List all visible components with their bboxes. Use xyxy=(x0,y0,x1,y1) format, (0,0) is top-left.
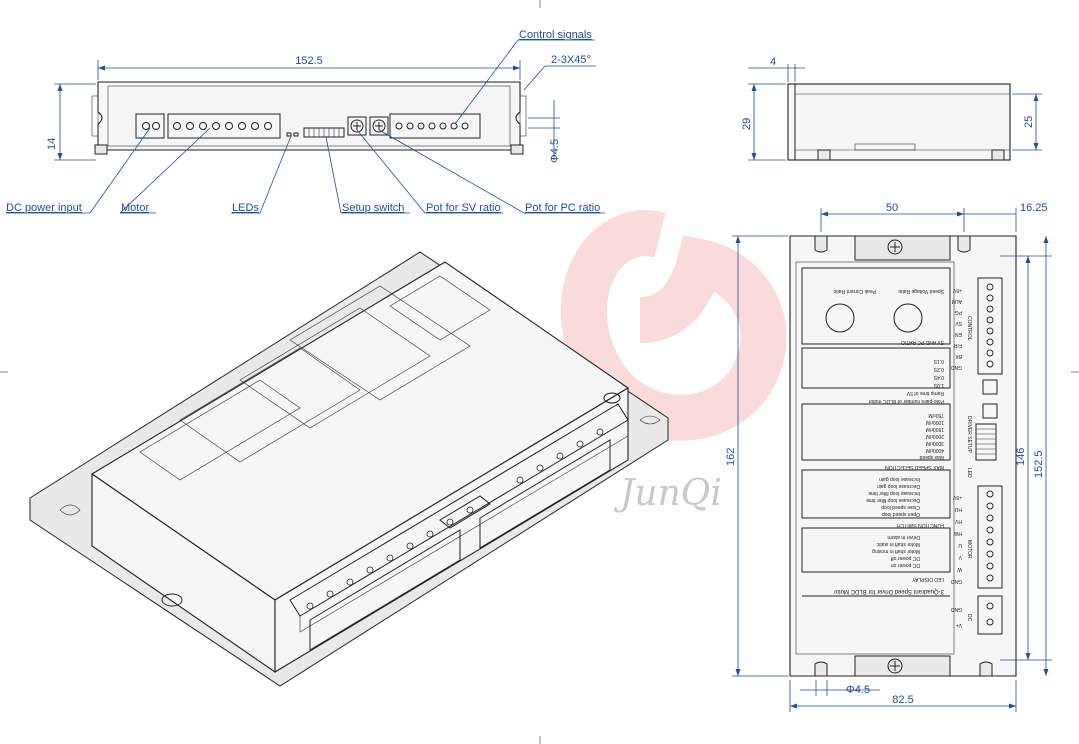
ramp-row-4: 1.0S xyxy=(933,382,944,388)
label-sv-pc: SV AND PC RATIO xyxy=(901,339,944,345)
status-row-1: DC power on xyxy=(891,562,920,568)
label-dc: DC xyxy=(966,614,972,622)
callout-chamfer: 2-3X45° xyxy=(551,54,591,66)
panel-title: 3-Quadrant Speed Driver for BLDC Motor xyxy=(834,588,944,594)
callout-pot-pc: Pot for PC ratio xyxy=(525,202,600,214)
label-ramp: Ramp time of 5V xyxy=(906,390,944,396)
label-peak-current: Peak Current Ratio xyxy=(833,288,876,294)
status-row-2: DC power off xyxy=(890,555,920,561)
label-max-speed: MAX SPEED SELECTION xyxy=(885,464,944,470)
dim-front-height: 162 xyxy=(725,448,737,466)
speed-row-4: 2000r/M xyxy=(926,433,944,439)
dc-pin-2: V+ xyxy=(956,622,962,628)
ramp-row-2: 0.2S xyxy=(933,366,944,372)
dim-front-hole: Φ4.5 xyxy=(846,684,870,696)
dim-front-hole-span: 50 xyxy=(886,202,898,214)
speed-row-1: Max speed xyxy=(919,454,944,460)
label-speed-voltage: Speed Voltage Ratio xyxy=(898,288,944,294)
watermark-text: JunQi xyxy=(613,473,722,514)
motor-pin-4: HW xyxy=(953,530,962,536)
control-pin-2: ALM xyxy=(952,298,962,304)
label-control: CONTROL xyxy=(966,316,972,341)
dim-front-inner: 146 xyxy=(1015,448,1027,466)
ramp-row-3: 0.4S xyxy=(933,374,944,380)
label-led: LED xyxy=(966,468,972,478)
callout-dc-power-input: DC power input xyxy=(6,202,82,214)
control-pin-1: +5V xyxy=(952,287,962,293)
status-row-5: Driver in alarm xyxy=(887,534,920,540)
control-pin-5: EN xyxy=(955,331,962,337)
speed-row-2: 4000r/M xyxy=(926,447,944,453)
speed-row-3: 3000r/M xyxy=(926,440,944,446)
function-row-6: Increase loop gain xyxy=(879,476,920,482)
function-row-3: Decrease loop filter time xyxy=(866,497,920,503)
callout-control-signals: Control signals xyxy=(519,29,592,41)
dim-top-hole: Φ4.5 xyxy=(549,139,561,163)
control-pin-4: SV xyxy=(955,320,962,326)
label-function-switch: FUNCTION SWITCH xyxy=(897,522,944,528)
dim-front-edge: 16.25 xyxy=(1020,202,1048,214)
dim-side-height: 29 xyxy=(741,118,753,130)
motor-pin-5: U xyxy=(958,542,962,548)
control-pin-3: PG xyxy=(955,309,962,315)
label-driver-setup: DRIVER SETUP xyxy=(966,416,972,454)
top-view: 152.5 14 Φ4.5 2-3X45° Control signals DC… xyxy=(6,29,605,214)
label-pole-pairs: Pole-pairs number of BLDC motor xyxy=(868,398,944,404)
function-row-1: Open speed loop xyxy=(882,511,920,517)
speed-row-5: 1500r/M xyxy=(926,426,944,432)
dim-front-right: 152.5 xyxy=(1033,450,1045,478)
motor-pin-7: W xyxy=(957,566,962,572)
motor-pin-8: GND xyxy=(951,578,963,584)
dim-top-height: 14 xyxy=(46,138,58,150)
function-row-2: Close speed loop xyxy=(881,504,920,510)
side-view: 4 29 25 xyxy=(741,56,1042,161)
callout-setup-switch: Setup switch xyxy=(342,202,404,214)
motor-pin-1: +5V xyxy=(952,494,962,500)
function-row-4: Increase loop filter time xyxy=(868,490,920,496)
callout-leds: LEDs xyxy=(232,202,259,214)
callout-pot-sv: Pot for SV ratio xyxy=(426,202,501,214)
watermark-logo: JunQi xyxy=(561,210,787,514)
isometric-view xyxy=(29,251,669,687)
speed-row-7: 750r/M xyxy=(928,412,944,418)
ramp-row-1: 0.1S xyxy=(933,358,944,364)
function-row-5: Decrease loop gain xyxy=(877,483,920,489)
control-pin-6: F/R xyxy=(954,342,962,348)
status-row-4: Motor shaft in static xyxy=(876,541,920,547)
control-pin-8: GND xyxy=(951,364,963,370)
status-row-3: Motor shaft in moving xyxy=(872,548,920,554)
dc-pin-1: GND xyxy=(951,606,963,612)
motor-pin-3: HV xyxy=(954,518,962,524)
motor-pin-2: HU xyxy=(954,506,962,512)
dim-side-thickness: 4 xyxy=(770,56,776,68)
label-motor: MOTOR xyxy=(966,540,972,559)
speed-row-6: 1000r/M xyxy=(926,419,944,425)
dim-side-inner: 25 xyxy=(1023,116,1035,128)
dim-front-width: 82.5 xyxy=(892,694,913,706)
control-pin-7: BK xyxy=(955,353,962,359)
front-view: +5V ALM PG SV EN F/R BK GND +5V HU HV HW… xyxy=(725,202,1052,712)
motor-pin-6: V xyxy=(958,554,962,560)
dim-top-width: 152.5 xyxy=(295,55,323,67)
label-led-display: LED DISPLAY xyxy=(911,576,944,582)
callout-motor: Motor xyxy=(121,202,149,214)
